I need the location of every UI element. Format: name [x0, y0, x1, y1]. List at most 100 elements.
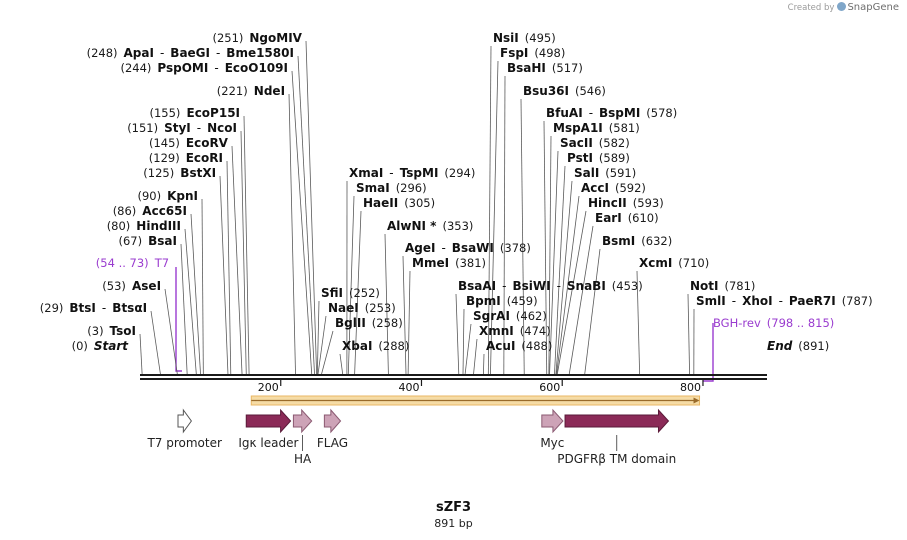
cut-position-label: (3)	[87, 324, 103, 338]
cut-position-label: (474)	[520, 324, 551, 338]
cut-site-line	[219, 175, 229, 375]
enzyme-name: End	[767, 339, 793, 353]
cut-site-line	[190, 213, 201, 375]
enzyme-name: BtsI	[69, 301, 96, 315]
cut-position-label: (244)	[121, 61, 152, 75]
label-xmai-tspmi-294: XmaI-TspMI(294)	[349, 166, 475, 180]
enzyme-name: BglII	[335, 316, 366, 330]
enzyme-name: XhoI	[742, 294, 773, 308]
cut-position-label: (67)	[119, 234, 143, 248]
cut-site-line	[543, 120, 548, 375]
label-sfii-252: SfiI(252)	[321, 286, 380, 300]
credit-brand: SnapGene	[847, 2, 899, 13]
cut-position-label: (288)	[378, 339, 409, 353]
cut-position-label: (610)	[628, 211, 659, 225]
cut-site-line	[317, 315, 327, 375]
cut-position-label: (53)	[102, 279, 126, 293]
enzyme-name: XmaI	[349, 166, 383, 180]
cut-position-label: (29)	[40, 301, 64, 315]
cut-site-line	[150, 310, 161, 375]
label-separator: -	[389, 166, 393, 180]
label-80-hindiii: (80)HindIII	[107, 219, 181, 233]
label-bgh-rev-798-815: BGH-rev(798 .. 815)	[713, 316, 834, 330]
cut-position-label: (581)	[609, 121, 640, 135]
cut-position-label: (353)	[443, 219, 474, 233]
enzyme-name: EcoO109I	[225, 61, 288, 75]
label-29-btsi-bts-i: (29)BtsI-BtsαI	[40, 301, 147, 315]
enzyme-name: EcoRI	[186, 151, 223, 165]
enzyme-name: SnaBI	[567, 279, 606, 293]
enzyme-name: BsaAI	[458, 279, 496, 293]
label-sgrai-462: SgrAI(462)	[473, 309, 547, 323]
enzyme-name: KpnI	[167, 189, 198, 203]
cut-site-line	[402, 255, 407, 375]
cut-site-line	[556, 195, 580, 375]
label-end-891: End (891)	[767, 339, 829, 353]
cut-site-line	[139, 333, 143, 375]
cut-site-line	[503, 75, 506, 375]
cut-position-label: (781)	[725, 279, 756, 293]
cut-position-label: (378)	[500, 241, 531, 255]
enzyme-name: NotI	[690, 279, 719, 293]
enzyme-name: BsaWI	[452, 241, 494, 255]
enzyme-name: TsoI	[110, 324, 136, 338]
enzyme-name: ApaI	[124, 46, 154, 60]
cut-site-line	[321, 330, 334, 375]
enzyme-name: PaeR7I	[789, 294, 836, 308]
feature-flag-label: FLAG	[317, 436, 348, 450]
feature-myc-label: Myc	[540, 436, 564, 450]
cut-position-label: (710)	[678, 256, 709, 270]
enzyme-name: XbaI	[342, 339, 372, 353]
label-3-tsoi: (3) TsoI	[87, 324, 136, 338]
cut-site-line	[487, 45, 492, 375]
enzyme-name: XcmI	[639, 256, 672, 270]
enzyme-name: BsaHI	[507, 61, 546, 75]
label-acci-592: AccI(592)	[581, 181, 646, 195]
label-noti-781: NotI (781)	[690, 279, 755, 293]
cut-position-label: (591)	[605, 166, 636, 180]
cut-site-line	[316, 300, 320, 375]
enzyme-name: SfiI	[321, 286, 343, 300]
cut-site-line	[291, 70, 313, 375]
cut-site-line	[490, 60, 499, 375]
cut-position-label: (582)	[599, 136, 630, 150]
cut-position-label: (155)	[150, 106, 181, 120]
cut-position-label: (381)	[455, 256, 486, 270]
label-0-start: (0)Start	[72, 339, 130, 353]
label-separator: -	[779, 294, 783, 308]
label-bglii-258: BglII(258)	[335, 316, 403, 330]
enzyme-name: NcoI	[207, 121, 237, 135]
label-bsahi-517: BsaHI(517)	[507, 61, 583, 75]
label-mspa1i-581: MspA1I(581)	[553, 121, 640, 135]
label-fspi-498: FspI(498)	[500, 46, 565, 60]
sequence-length-label: 891 bp	[434, 517, 473, 530]
cut-position-label: (253)	[365, 301, 396, 315]
label-smai-296: SmaI(296)	[356, 181, 427, 195]
cut-position-label: (632)	[641, 234, 672, 248]
label-bpmi-459: BpmI(459)	[466, 294, 538, 308]
cut-position-label: (593)	[633, 196, 664, 210]
map-title: sZF3	[435, 500, 472, 515]
label-67-bsai: (67)BsaI	[119, 234, 177, 248]
cut-position-label: (495)	[525, 31, 556, 45]
enzyme-name: NsiI	[493, 31, 519, 45]
label-separator: -	[197, 121, 201, 135]
cut-site-line	[226, 160, 232, 375]
enzyme-name: BsmI	[602, 234, 635, 248]
cut-position-label: (86)	[113, 204, 137, 218]
cut-position-label: (459)	[507, 294, 538, 308]
enzyme-name: SmlI	[696, 294, 726, 308]
enzyme-name: Bme1580I	[226, 46, 294, 60]
cut-position-label: (151)	[127, 121, 158, 135]
label-145-ecorv: (145)EcoRV	[149, 136, 229, 150]
cut-site-line	[568, 225, 594, 375]
feature-ha-label: HA	[294, 452, 312, 466]
label-90-kpni: (90)KpnI	[138, 189, 199, 203]
feature-pdgfr-tm-domain-arrow	[564, 408, 670, 434]
enzyme-name: SmaI	[356, 181, 390, 195]
cut-position-label: (891)	[798, 339, 829, 353]
